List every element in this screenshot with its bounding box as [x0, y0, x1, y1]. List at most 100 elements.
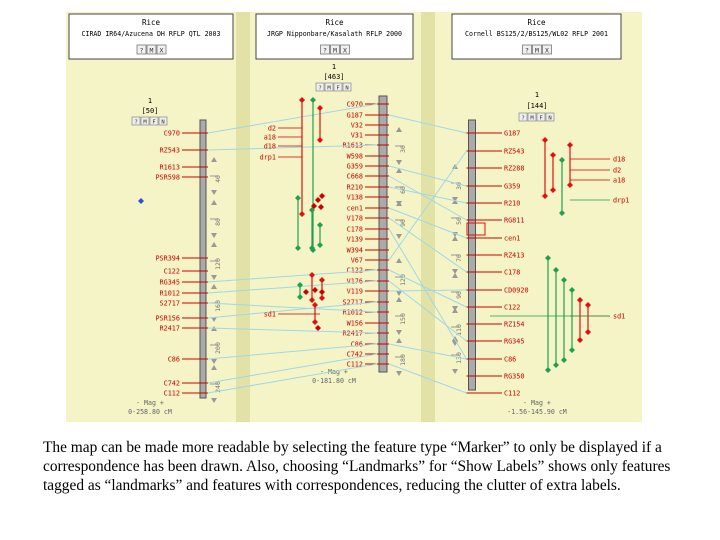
marker-label[interactable]: W156	[347, 320, 363, 328]
marker-label[interactable]: C970	[347, 101, 363, 109]
qtl-point[interactable]	[319, 193, 325, 199]
marker-label[interactable]: V119	[347, 288, 363, 296]
marker-label[interactable]: R2417	[343, 330, 363, 338]
marker-label[interactable]: RZ413	[504, 252, 524, 260]
marker-label[interactable]: C112	[164, 390, 180, 398]
marker-label[interactable]: PSR394	[155, 255, 180, 263]
marker-label[interactable]: R1012	[343, 309, 363, 317]
marker-label[interactable]: S2717	[160, 300, 180, 308]
map-magnify-control[interactable]: - Mag +	[136, 399, 164, 407]
map-header-button[interactable]	[542, 44, 552, 55]
marker-label[interactable]: C112	[347, 361, 363, 369]
marker-label[interactable]: V67	[351, 257, 363, 265]
marker-label[interactable]: C970	[164, 130, 180, 138]
marker-label[interactable]: R2417	[160, 325, 180, 333]
map-tool-button[interactable]	[315, 82, 325, 92]
marker-label[interactable]: PSR598	[155, 174, 180, 182]
map-tool-button[interactable]	[324, 82, 334, 92]
map-tool-button[interactable]	[333, 82, 343, 92]
map-tool-button[interactable]	[518, 112, 528, 122]
marker-label[interactable]: G187	[504, 130, 520, 138]
scale-tick-label: 240	[214, 381, 222, 393]
map-header-button[interactable]	[522, 44, 532, 55]
marker-label[interactable]: C86	[351, 341, 363, 349]
marker-label[interactable]: C742	[164, 380, 180, 388]
marker-label[interactable]: C86	[504, 356, 516, 364]
map-tool-button[interactable]	[131, 116, 141, 126]
marker-label[interactable]: V178	[347, 215, 363, 223]
qtl-label[interactable]: d2	[613, 167, 621, 175]
marker-label[interactable]: C178	[347, 226, 363, 234]
map-tool-button[interactable]	[158, 116, 168, 126]
qtl-point[interactable]	[315, 325, 321, 331]
map-magnify-control[interactable]: - Mag +	[320, 368, 348, 376]
marker-label[interactable]: cen1	[347, 205, 363, 213]
marker-label[interactable]: C122	[164, 268, 180, 276]
map-tool-button[interactable]	[527, 112, 537, 122]
qtl-point[interactable]	[312, 287, 318, 293]
marker-label[interactable]: V139	[347, 236, 363, 244]
qtl-point[interactable]	[315, 197, 321, 203]
marker-label[interactable]: G359	[347, 163, 363, 171]
qtl-label[interactable]: a18	[264, 134, 276, 142]
marker-label[interactable]: S2717	[343, 299, 363, 307]
marker-label[interactable]: V32	[351, 122, 363, 130]
marker-label[interactable]: R210	[347, 184, 363, 192]
marker-label[interactable]: V31	[351, 132, 363, 140]
map-header-button[interactable]	[146, 44, 157, 55]
marker-label[interactable]: C122	[504, 304, 520, 312]
map-magnify-control[interactable]: - Mag +	[523, 399, 551, 407]
marker-label[interactable]: cen1	[504, 235, 520, 243]
marker-label[interactable]: C668	[347, 173, 363, 181]
marker-label[interactable]: G359	[504, 183, 520, 191]
qtl-point[interactable]	[303, 289, 309, 295]
map-tool-button[interactable]	[140, 116, 150, 126]
marker-label[interactable]: R1613	[160, 164, 180, 172]
marker-label[interactable]: V176	[347, 278, 363, 286]
marker-label[interactable]: C86	[168, 356, 180, 364]
qtl-point[interactable]	[311, 203, 317, 209]
map-tool-button[interactable]	[545, 112, 555, 122]
map-header-button[interactable]	[330, 44, 340, 55]
marker-label[interactable]: RZ543	[504, 148, 524, 156]
qtl-label[interactable]: d18	[264, 143, 276, 151]
marker-label[interactable]: W394	[347, 247, 363, 255]
qtl-point[interactable]	[319, 289, 325, 295]
qtl-label[interactable]: sd1	[264, 311, 276, 319]
marker-label[interactable]: C178	[504, 269, 520, 277]
qtl-label[interactable]: sd1	[613, 313, 625, 321]
marker-label[interactable]: RG345	[504, 338, 524, 346]
map-tool-button[interactable]	[149, 116, 159, 126]
marker-label[interactable]: RZ288	[504, 165, 524, 173]
map-header-button[interactable]	[136, 44, 147, 55]
qtl-label[interactable]: a18	[613, 177, 625, 185]
map-header-button[interactable]	[156, 44, 167, 55]
chromosome-bar[interactable]	[378, 95, 388, 373]
map-tool-button[interactable]	[342, 82, 352, 92]
map-tool-button[interactable]	[536, 112, 546, 122]
qtl-label[interactable]: d2	[268, 125, 276, 133]
marker-label[interactable]: W598	[347, 153, 363, 161]
marker-label[interactable]: RG811	[504, 217, 524, 225]
marker-label[interactable]: C112	[504, 390, 520, 398]
qtl-point[interactable]	[318, 204, 324, 210]
chromosome-bar[interactable]	[199, 119, 207, 399]
map-header-button[interactable]	[532, 44, 542, 55]
marker-label[interactable]: RG345	[160, 279, 180, 287]
qtl-label[interactable]: drp1	[613, 197, 629, 205]
qtl-label[interactable]: d18	[613, 156, 625, 164]
marker-label[interactable]: C742	[347, 351, 363, 359]
marker-label[interactable]: V138	[347, 194, 363, 202]
marker-label[interactable]: PSR156	[155, 315, 180, 323]
marker-label[interactable]: C122	[347, 267, 363, 275]
marker-label[interactable]: R1012	[160, 290, 180, 298]
map-header-button[interactable]	[320, 44, 330, 55]
marker-label[interactable]: CD0920	[504, 287, 529, 295]
marker-label[interactable]: G187	[347, 112, 363, 120]
marker-label[interactable]: RZ154	[504, 321, 524, 329]
marker-label[interactable]: RG350	[504, 373, 524, 381]
map-header-button[interactable]	[340, 44, 350, 55]
marker-label[interactable]: RZ543	[160, 147, 180, 155]
marker-label[interactable]: R210	[504, 200, 520, 208]
qtl-label[interactable]: drp1	[260, 154, 276, 162]
